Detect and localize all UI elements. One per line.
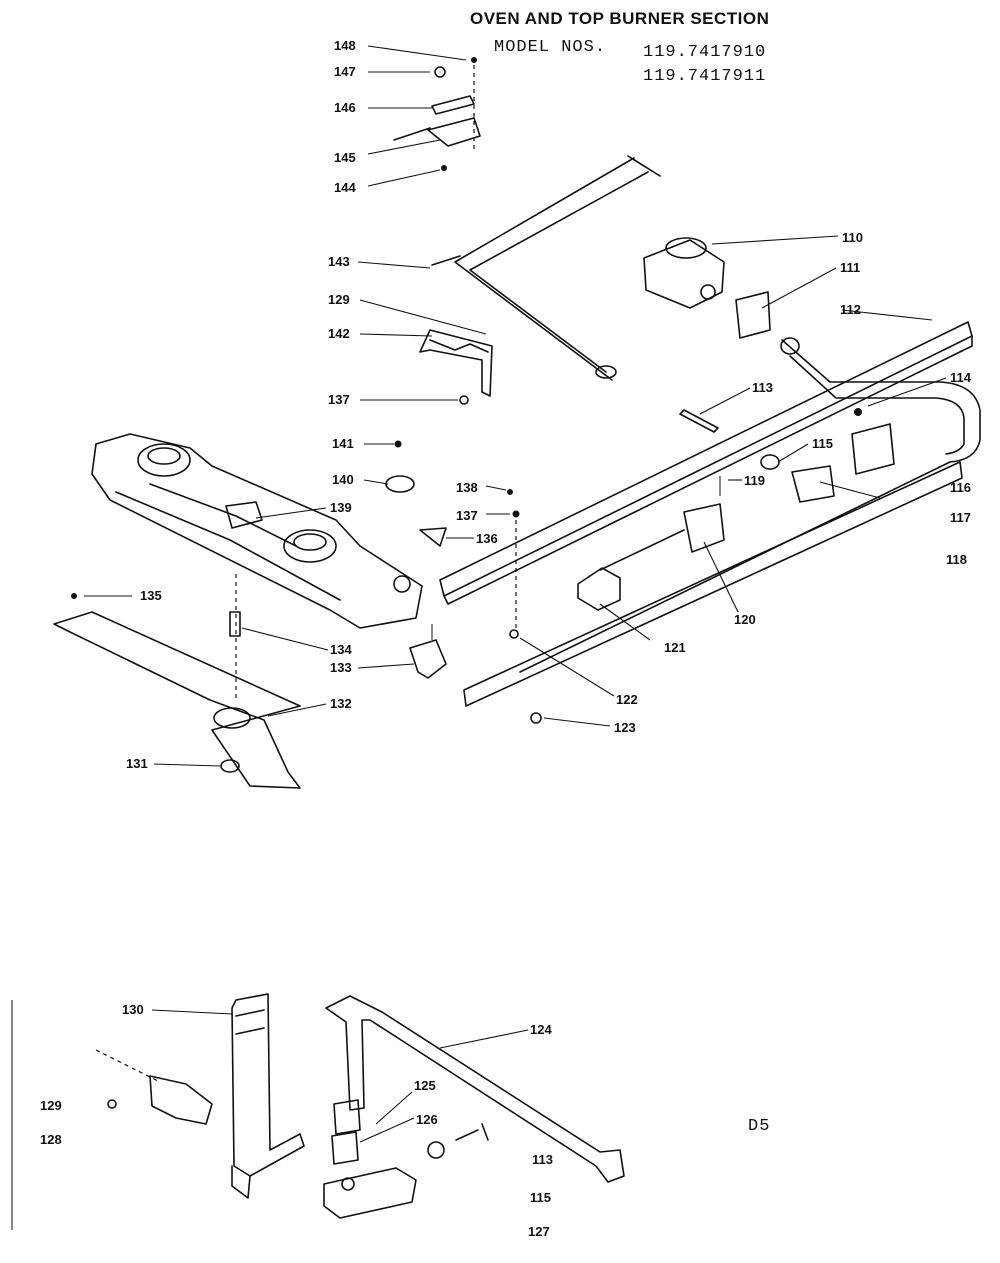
label-129-lower: 129	[40, 1098, 62, 1113]
label-139: 139	[330, 500, 352, 515]
label-130: 130	[122, 1002, 144, 1017]
label-123: 123	[614, 720, 636, 735]
label-119: 119	[744, 473, 765, 488]
bracket-124	[325, 995, 625, 1183]
manifold-bar-112	[439, 321, 981, 707]
label-136: 136	[476, 531, 498, 546]
label-114: 114	[950, 370, 972, 385]
label-131: 131	[126, 756, 148, 771]
label-134: 134	[330, 642, 352, 657]
label-116: 116	[950, 480, 971, 495]
label-132: 132	[330, 696, 352, 711]
lower-assembly-drawing	[11, 993, 625, 1230]
label-127: 127	[528, 1224, 550, 1239]
label-120: 120	[734, 612, 756, 627]
bracket-132	[53, 611, 301, 789]
label-110: 110	[842, 230, 863, 245]
label-137-lower: 137	[456, 508, 478, 523]
screw-stack-148-144	[393, 57, 481, 171]
label-147: 147	[334, 64, 356, 79]
diagram-title: OVEN AND TOP BURNER SECTION	[470, 9, 769, 28]
label-112: 112	[840, 302, 861, 317]
part-labels: 148 147 146 145 144 143 129 142 137 141 …	[40, 38, 972, 1239]
label-128: 128	[40, 1132, 62, 1147]
label-140: 140	[332, 472, 354, 487]
label-118: 118	[946, 552, 967, 567]
label-141: 141	[332, 436, 354, 451]
label-133: 133	[330, 660, 352, 675]
upper-assembly-drawing	[53, 57, 981, 789]
model-number-1: 119.7417910	[643, 43, 766, 62]
label-135: 135	[140, 588, 162, 603]
oven-burner-tube-143	[431, 155, 661, 381]
label-146: 146	[334, 100, 356, 115]
top-burner-assembly-139	[91, 433, 423, 629]
label-144: 144	[334, 180, 356, 195]
label-145: 145	[334, 150, 356, 165]
label-124: 124	[530, 1022, 552, 1037]
label-142: 142	[328, 326, 350, 341]
bracket-142	[419, 329, 493, 397]
label-115-lower: 115	[530, 1190, 551, 1205]
igniter-128	[95, 1049, 213, 1125]
page-code: D5	[748, 1117, 770, 1136]
leader-lines	[84, 45, 947, 1143]
thermostat-110	[643, 237, 725, 309]
label-113-upper: 113	[752, 380, 773, 395]
label-126: 126	[416, 1112, 438, 1127]
label-148: 148	[334, 38, 356, 53]
model-number-2: 119.7417911	[643, 67, 766, 86]
label-122: 122	[616, 692, 638, 707]
label-129-upper: 129	[328, 292, 350, 307]
label-125: 125	[414, 1078, 436, 1093]
label-113-lower: 113	[532, 1152, 553, 1167]
label-143: 143	[328, 254, 350, 269]
label-137-upper: 137	[328, 392, 350, 407]
model-label: MODEL NOS.	[494, 38, 606, 57]
label-115-upper: 115	[812, 436, 833, 451]
valve-120	[599, 503, 725, 571]
label-111: 111	[840, 260, 860, 275]
label-117: 117	[950, 510, 971, 525]
label-138: 138	[456, 480, 478, 495]
label-121: 121	[664, 640, 686, 655]
bracket-130	[231, 993, 305, 1199]
